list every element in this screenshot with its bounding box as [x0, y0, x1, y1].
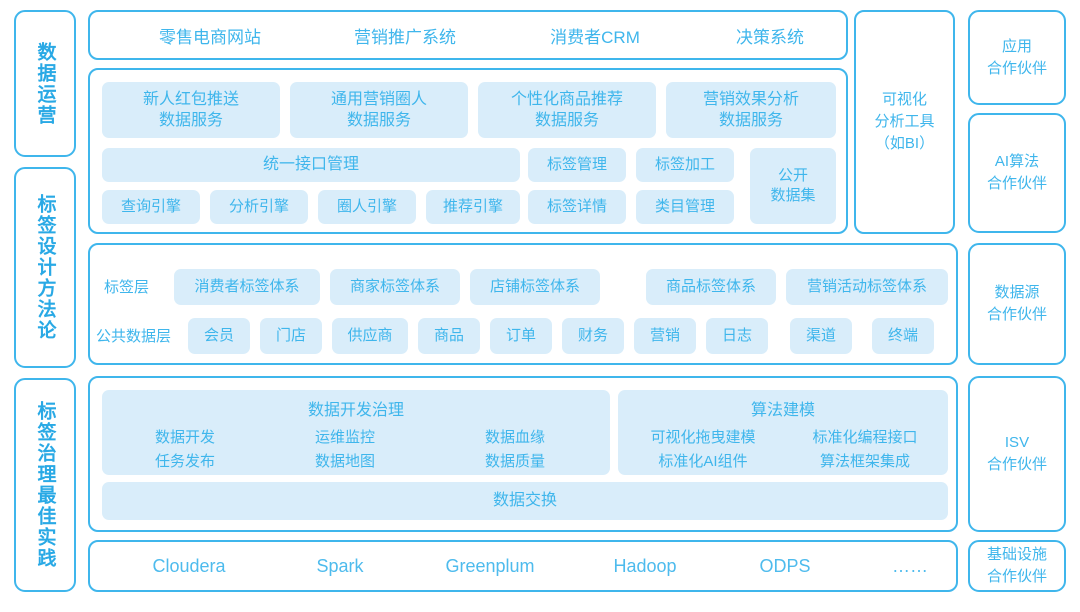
- data-exchange-chip[interactable]: 数据交换: [102, 482, 948, 520]
- public-dataset-chip[interactable]: 公开 数据集: [750, 148, 836, 224]
- sidebar-item-3[interactable]: 标签治理最佳实践: [14, 378, 76, 592]
- data-development-cell-3[interactable]: 数据血缘: [484, 428, 545, 446]
- data-development-cell-5[interactable]: 数据地图: [314, 452, 375, 470]
- data-service-card-1[interactable]: 新人红包推送 数据服务: [102, 82, 280, 138]
- infrastructure-item-3[interactable]: Greenplum: [445, 555, 535, 576]
- data-development-governance-title: 数据开发治理: [307, 402, 404, 419]
- data-service-card-2[interactable]: 通用营销圈人 数据服务: [290, 82, 468, 138]
- public-data-chip-1[interactable]: 会员: [188, 318, 250, 354]
- tag-system-chip-3[interactable]: 店铺标签体系: [470, 269, 600, 305]
- application-item-1[interactable]: 零售电商网站: [159, 27, 261, 47]
- tag-management-chip-4[interactable]: 类目管理: [636, 190, 734, 224]
- data-service-layer-card: 新人红包推送 数据服务通用营销圈人 数据服务个性化商品推荐 数据服务营销效果分析…: [88, 68, 848, 234]
- partner-item-label: 应用 合作伙伴: [986, 37, 1047, 77]
- tag-management-chip-1[interactable]: 标签管理: [528, 148, 626, 182]
- governance-layer-card: 数据开发治理 数据开发 运维监控 数据血缘任务发布 数据地图 数据质量 算法建模 可视化…: [88, 376, 958, 532]
- public-data-chip-5[interactable]: 订单: [490, 318, 552, 354]
- public-data-chip-9[interactable]: 渠道: [790, 318, 852, 354]
- algorithm-modeling-title: 算法建模: [750, 402, 815, 419]
- application-layer-card: 零售电商网站 营销推广系统 消费者CRM 决策系统: [88, 10, 848, 60]
- public-data-chip-4[interactable]: 商品: [418, 318, 480, 354]
- tag-layer-label: 标签层: [104, 278, 150, 296]
- public-data-chip-3[interactable]: 供应商: [332, 318, 408, 354]
- engine-chip-4[interactable]: 推荐引擎: [426, 190, 520, 224]
- partner-item-label: AI算法 合作伙伴: [986, 153, 1047, 192]
- tag-system-chip-2[interactable]: 商家标签体系: [330, 269, 460, 305]
- data-service-card-3[interactable]: 个性化商品推荐 数据服务: [478, 82, 656, 138]
- sidebar-item-label: 标签治理最佳实践: [34, 401, 56, 569]
- algorithm-modeling-cell-4[interactable]: 算法框架集成: [819, 452, 910, 470]
- bi-visualization-tool-card: 可视化 分析工具 （如BI）: [854, 10, 955, 234]
- application-item-4[interactable]: 决策系统: [736, 27, 804, 47]
- sidebar-item-label: 标签设计方法论: [34, 194, 56, 341]
- tag-system-chip-5[interactable]: 营销活动标签体系: [786, 269, 948, 305]
- application-item-3[interactable]: 消费者CRM: [550, 27, 640, 47]
- engine-chip-2[interactable]: 分析引擎: [210, 190, 308, 224]
- infrastructure-layer-card: Cloudera Spark Greenplum Hadoop ODPS ……: [88, 540, 958, 592]
- data-development-cell-2[interactable]: 运维监控: [314, 428, 375, 446]
- partner-item-label: 基础设施 合作伙伴: [986, 546, 1047, 585]
- data-development-cell-4[interactable]: 任务发布: [154, 452, 215, 470]
- bi-tool-label: 可视化 分析工具 （如BI）: [874, 91, 935, 152]
- tag-system-chip-4[interactable]: 商品标签体系: [646, 269, 776, 305]
- partner-item-label: ISV 合作伙伴: [986, 434, 1047, 473]
- tag-system-chip-1[interactable]: 消费者标签体系: [174, 269, 320, 305]
- algorithm-modeling-cell-1[interactable]: 可视化拖曳建模: [650, 428, 756, 446]
- algorithm-modeling-cell-2[interactable]: 标准化编程接口: [812, 428, 918, 446]
- data-development-cell-6[interactable]: 数据质量: [484, 452, 545, 470]
- partner-item-5[interactable]: 基础设施 合作伙伴: [968, 540, 1066, 592]
- data-service-card-4[interactable]: 营销效果分析 数据服务: [666, 82, 836, 138]
- public-data-chip-10[interactable]: 终端: [872, 318, 934, 354]
- partner-item-1[interactable]: 应用 合作伙伴: [968, 10, 1066, 105]
- infrastructure-item-1[interactable]: Cloudera: [152, 555, 226, 576]
- partner-item-label: 数据源 合作伙伴: [986, 284, 1047, 323]
- data-development-governance-block: 数据开发治理 数据开发 运维监控 数据血缘任务发布 数据地图 数据质量: [102, 390, 610, 475]
- public-data-chip-7[interactable]: 营销: [634, 318, 696, 354]
- infrastructure-item-2[interactable]: Spark: [316, 555, 364, 576]
- public-data-chip-8[interactable]: 日志: [706, 318, 768, 354]
- data-development-cell-1[interactable]: 数据开发: [154, 428, 215, 446]
- partner-item-3[interactable]: 数据源 合作伙伴: [968, 243, 1066, 365]
- partner-item-2[interactable]: AI算法 合作伙伴: [968, 113, 1066, 233]
- tag-design-layer-card: 标签层 消费者标签体系商家标签体系店铺标签体系 商品标签体系营销活动标签体系 公共…: [88, 243, 958, 365]
- algorithm-modeling-block: 算法建模 可视化拖曳建模 标准化编程接口标准化AI组件 算法框架集成: [618, 390, 948, 475]
- tag-management-chip-2[interactable]: 标签加工: [636, 148, 734, 182]
- sidebar-item-1[interactable]: 数据运营: [14, 10, 76, 157]
- infrastructure-item-4[interactable]: Hadoop: [613, 555, 677, 576]
- sidebar-item-2[interactable]: 标签设计方法论: [14, 167, 76, 368]
- sidebar-item-label: 数据运营: [34, 41, 56, 126]
- public-data-chip-6[interactable]: 财务: [562, 318, 624, 354]
- engine-chip-3[interactable]: 圈人引擎: [318, 190, 416, 224]
- public-data-layer-label: 公共数据层: [96, 327, 172, 345]
- partner-item-4[interactable]: ISV 合作伙伴: [968, 376, 1066, 532]
- unified-api-management-chip[interactable]: 统一接口管理: [102, 148, 520, 182]
- engine-chip-1[interactable]: 查询引擎: [102, 190, 200, 224]
- tag-management-chip-3[interactable]: 标签详情: [528, 190, 626, 224]
- infrastructure-item-5[interactable]: ODPS: [759, 555, 811, 576]
- public-data-chip-2[interactable]: 门店: [260, 318, 322, 354]
- infrastructure-item-6[interactable]: ……: [892, 555, 928, 576]
- application-item-2[interactable]: 营销推广系统: [354, 27, 456, 47]
- algorithm-modeling-cell-3[interactable]: 标准化AI组件: [658, 452, 748, 470]
